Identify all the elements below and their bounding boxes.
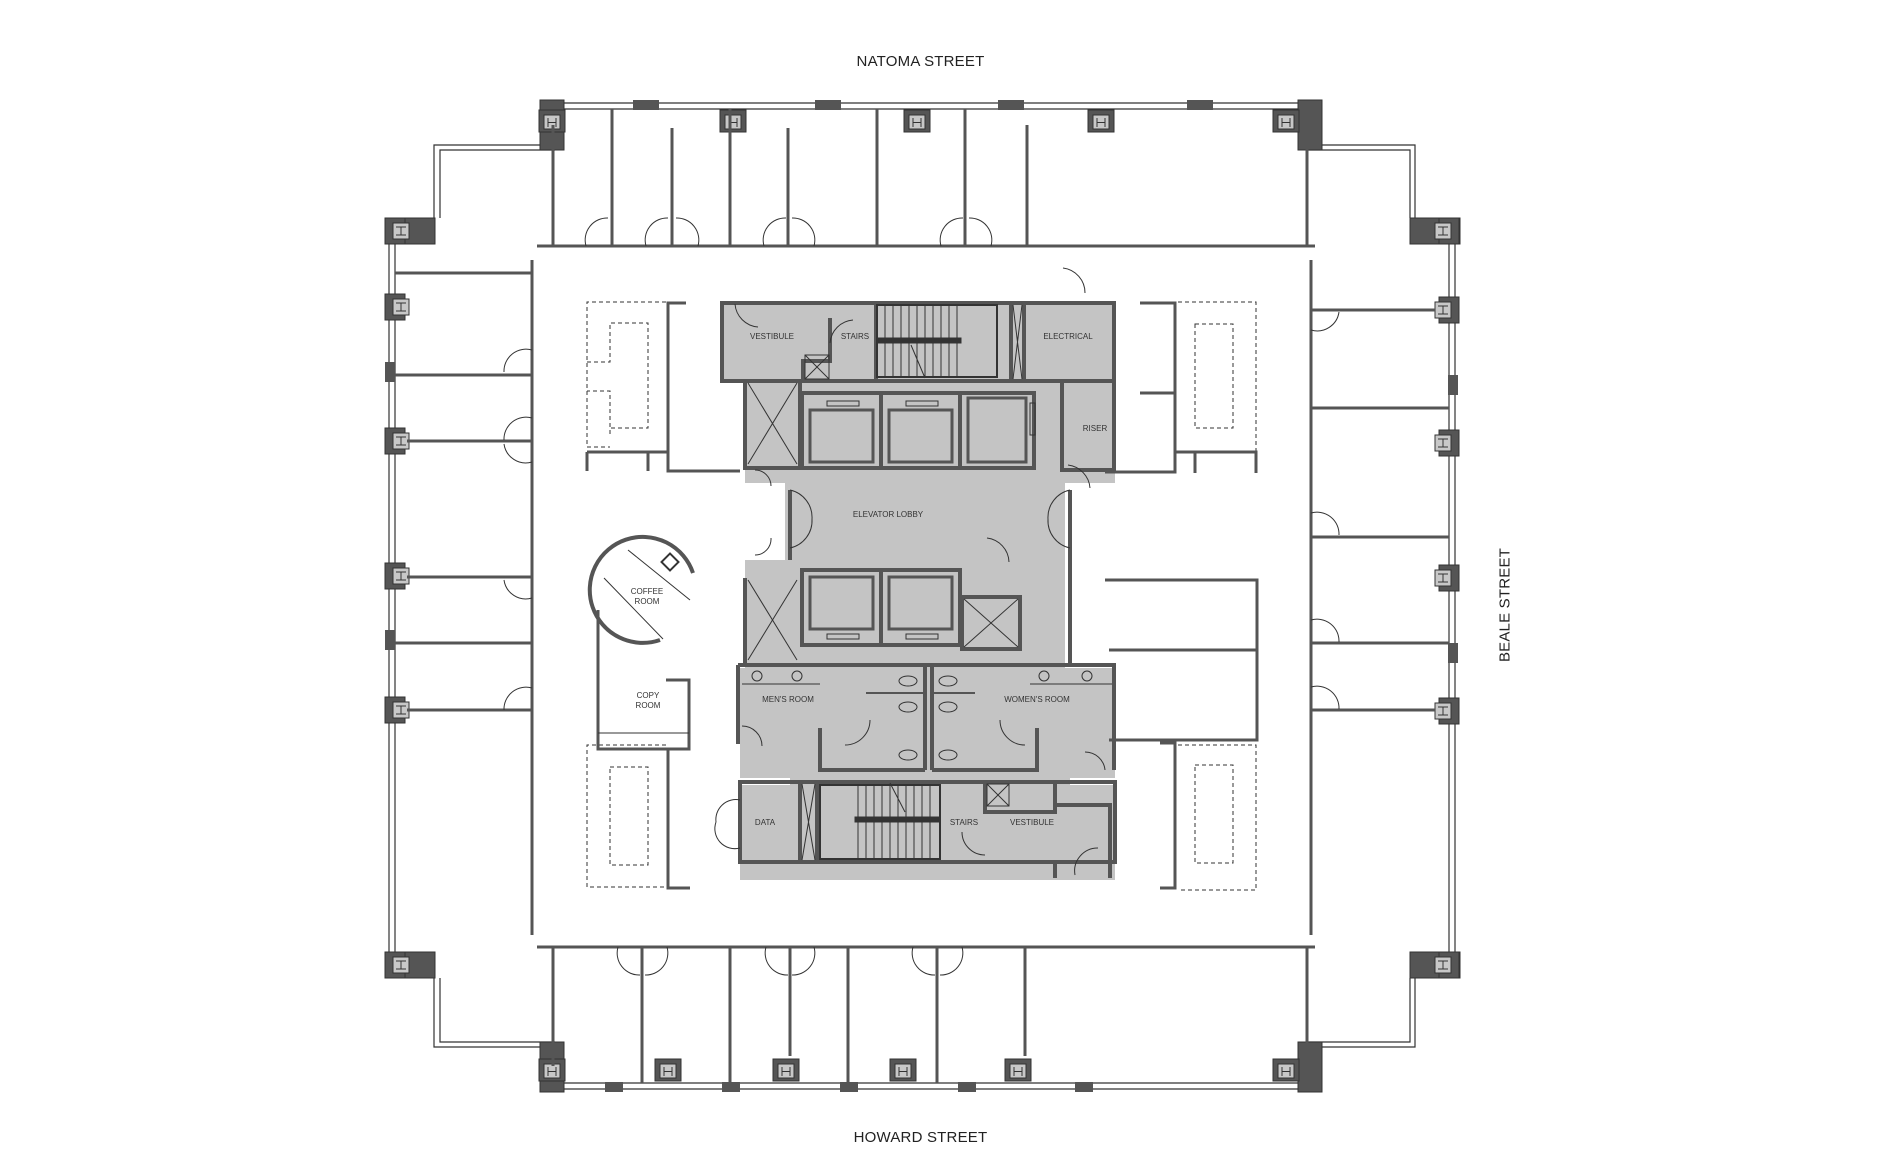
copy-room: COPY ROOM <box>596 610 691 751</box>
room-label-vestibule-north: VESTIBULE <box>750 332 794 341</box>
room-label-stairs-south: STAIRS <box>950 818 978 827</box>
room-label-stairs-north: STAIRS <box>841 332 869 341</box>
columns-right <box>1434 217 1460 979</box>
room-label-womens-room: WOMEN'S ROOM <box>1004 695 1070 704</box>
room-label-elevator-lobby: ELEVATOR LOBBY <box>853 510 924 519</box>
copy-room-label: COPY <box>637 691 660 700</box>
core-walls <box>720 301 1117 878</box>
stair-treads-south <box>819 782 941 860</box>
exterior-walls <box>388 102 1456 1090</box>
stair-treads-north <box>876 304 998 379</box>
room-label-data: DATA <box>755 818 776 827</box>
room-label-vestibule-south: VESTIBULE <box>1010 818 1054 827</box>
restroom-fixtures <box>741 670 1112 771</box>
shafts <box>747 304 1023 861</box>
office-partitions <box>395 109 1449 1083</box>
room-label-electrical: ELECTRICAL <box>1043 332 1093 341</box>
coffee-room-label: COFFEE <box>631 587 663 596</box>
room-label-riser: RISER <box>1083 424 1108 433</box>
building-core <box>722 303 1115 880</box>
coffee-room-label-2: ROOM <box>635 597 660 606</box>
office-doors <box>503 217 1340 976</box>
coffee-room: COFFEE ROOM <box>587 534 695 645</box>
room-labels: VESTIBULE STAIRS ELECTRICAL RISER ELEVAT… <box>750 332 1107 827</box>
columns-top <box>538 100 1300 133</box>
workstation-outlines <box>586 301 1257 891</box>
street-label-south: HOWARD STREET <box>853 1129 988 1146</box>
elevator-counterweights <box>826 400 1036 640</box>
elevator-cabs <box>808 396 1028 631</box>
columns-bottom <box>538 1058 1300 1092</box>
partition-walls <box>585 301 1259 890</box>
room-label-mens-room: MEN'S ROOM <box>762 695 814 704</box>
copy-room-label-2: ROOM <box>636 701 661 710</box>
lobby-doors <box>714 267 1099 876</box>
columns-left <box>384 217 410 979</box>
street-label-north: NATOMA STREET <box>856 53 985 70</box>
